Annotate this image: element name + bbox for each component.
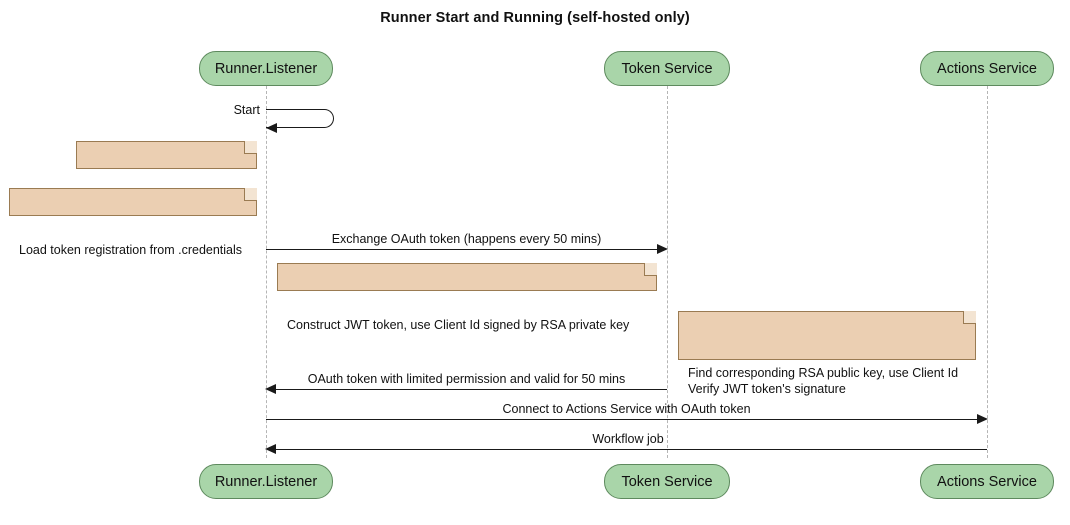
note-fold-icon bbox=[244, 188, 257, 201]
diagram-title: Runner Start and Running (self-hosted on… bbox=[380, 10, 690, 26]
participant-token-bottom[interactable]: Token Service bbox=[604, 464, 730, 499]
message-arrowhead-oauth-token-response bbox=[265, 384, 276, 394]
note-text: Construct JWT token, use Client Id signe… bbox=[287, 318, 630, 332]
participant-actions-bottom[interactable]: Actions Service bbox=[920, 464, 1054, 499]
participant-token-top[interactable]: Token Service bbox=[604, 51, 730, 86]
lifeline-actions bbox=[987, 86, 988, 458]
participant-runner-top[interactable]: Runner.Listener bbox=[199, 51, 333, 86]
participant-label: Actions Service bbox=[937, 473, 1037, 490]
note-load-token-registration: Load token registration from .credential… bbox=[9, 188, 257, 257]
message-line-workflow-job bbox=[275, 449, 987, 450]
note-verify-jwt-signature: Find corresponding RSA public key, use C… bbox=[678, 311, 976, 396]
participant-runner-bottom[interactable]: Runner.Listener bbox=[199, 464, 333, 499]
note-text: Load token registration from .credential… bbox=[19, 243, 243, 257]
message-label-connect-actions-service: Connect to Actions Service with OAuth to… bbox=[502, 402, 751, 416]
message-label-start: Start bbox=[233, 103, 260, 117]
message-arrowhead-exchange-oauth-token bbox=[657, 244, 668, 254]
note-construct-jwt-token: Construct JWT token, use Client Id signe… bbox=[277, 263, 657, 332]
note-fold-icon bbox=[244, 141, 257, 154]
message-arrowhead-workflow-job bbox=[265, 444, 276, 454]
note-fold-icon bbox=[963, 311, 976, 324]
message-line-oauth-token-response bbox=[275, 389, 667, 390]
participant-label: Token Service bbox=[621, 473, 713, 490]
message-line-exchange-oauth-token bbox=[266, 249, 658, 250]
participant-label: Actions Service bbox=[937, 60, 1037, 77]
note-fold-icon bbox=[644, 263, 657, 276]
message-label-workflow-job: Workflow job bbox=[592, 432, 664, 446]
message-label-exchange-oauth-token: Exchange OAuth token (happens every 50 m… bbox=[331, 232, 602, 246]
participant-label: Runner.Listener bbox=[214, 60, 318, 77]
participant-actions-top[interactable]: Actions Service bbox=[920, 51, 1054, 86]
message-start-selfloop bbox=[266, 109, 334, 128]
message-arrowhead-connect-actions-service bbox=[977, 414, 988, 424]
note-load-config: Load config info from .runner bbox=[76, 141, 257, 210]
message-label-oauth-token-response: OAuth token with limited permission and … bbox=[307, 372, 626, 386]
lifeline-token bbox=[667, 86, 668, 458]
message-start-arrowhead bbox=[266, 122, 277, 133]
message-line-connect-actions-service bbox=[266, 419, 978, 420]
participant-label: Token Service bbox=[621, 60, 713, 77]
lifeline-runner bbox=[266, 86, 267, 458]
participant-label: Runner.Listener bbox=[214, 473, 318, 490]
note-text: Find corresponding RSA public key, use C… bbox=[688, 366, 959, 396]
